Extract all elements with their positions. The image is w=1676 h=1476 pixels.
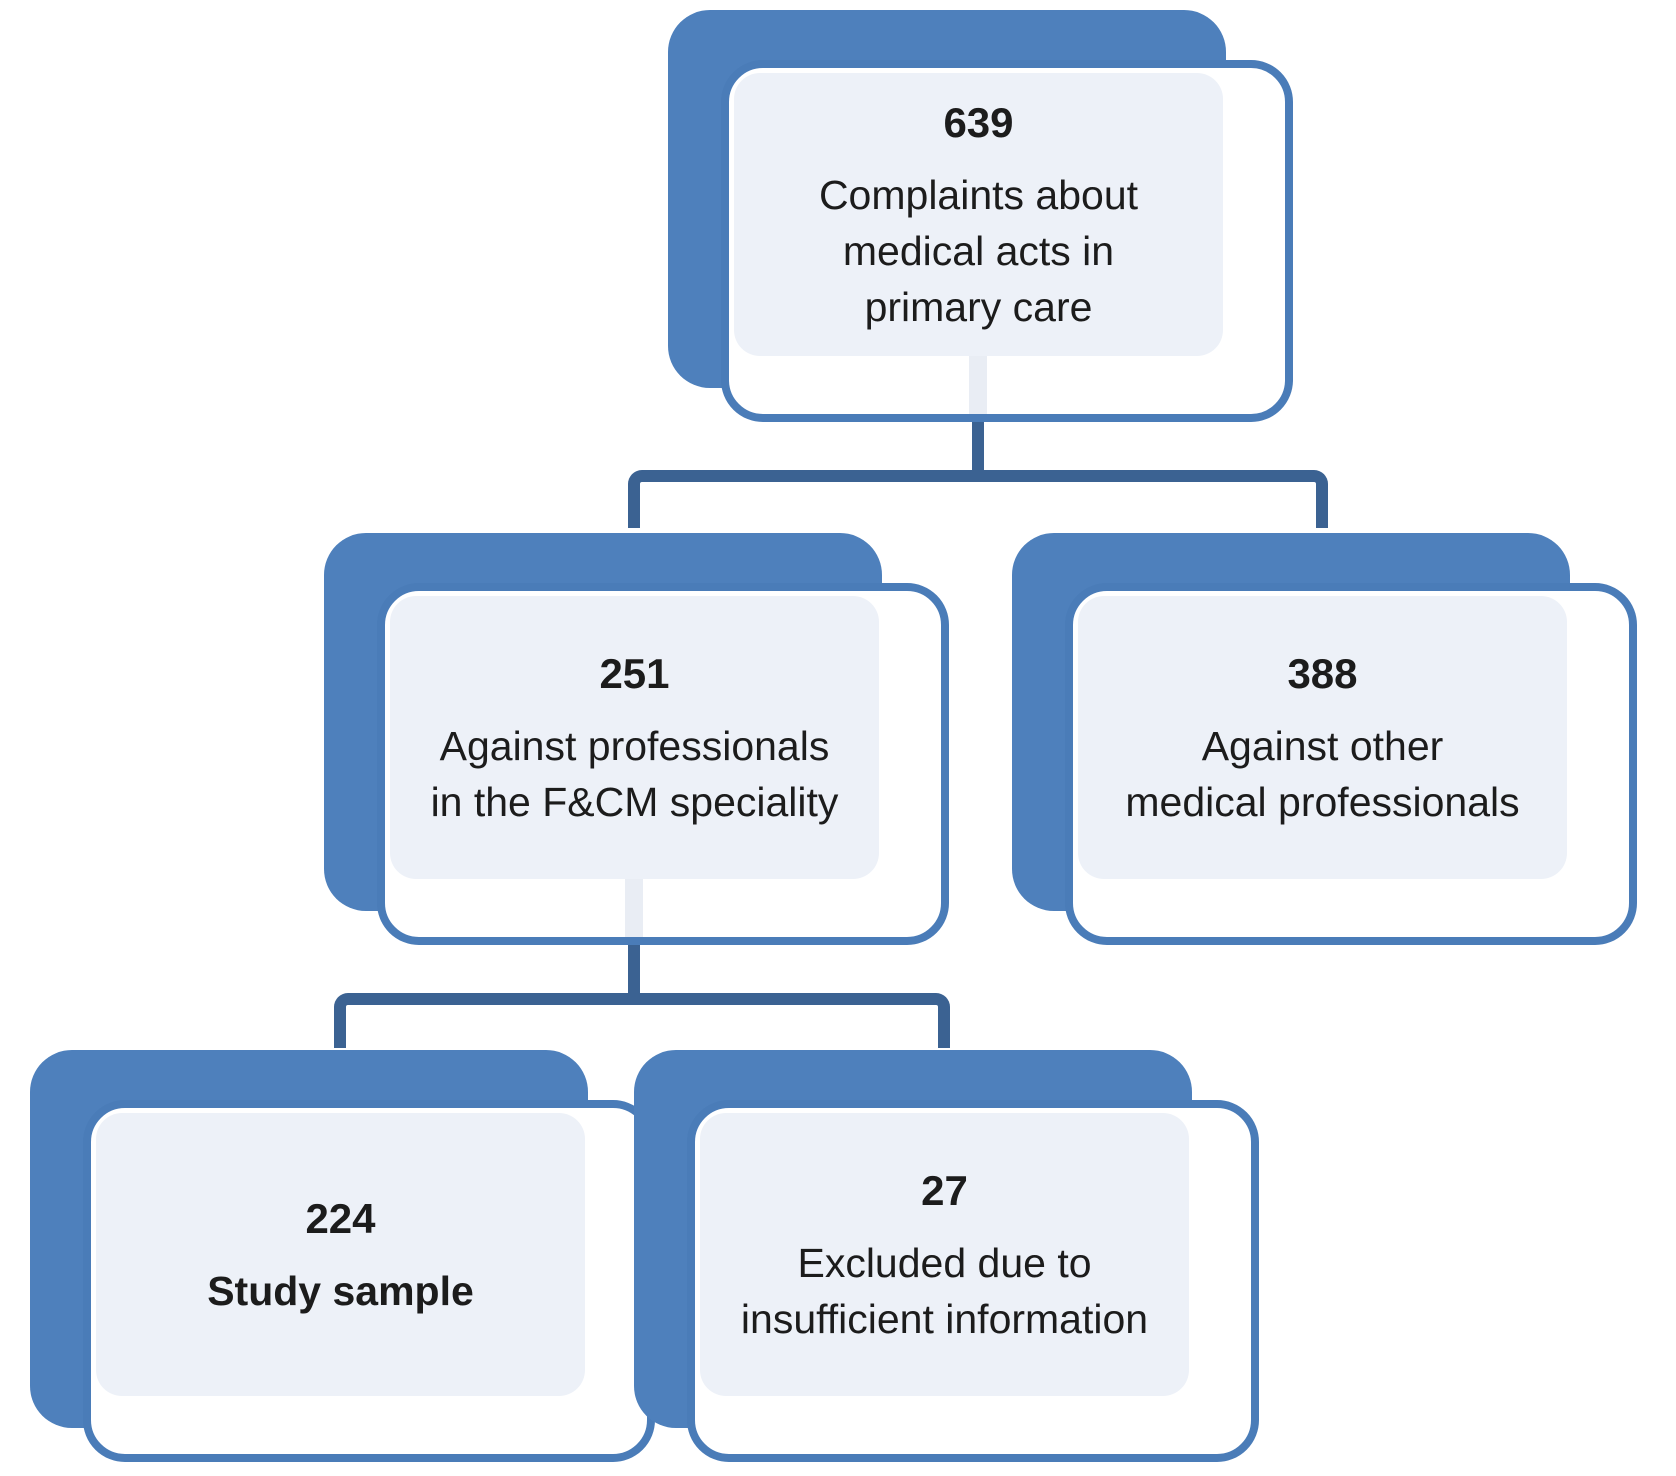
node-text-area: 639 Complaints about medical acts in pri… bbox=[734, 73, 1223, 356]
node-label-line: Against professionals bbox=[439, 722, 830, 769]
node-count: 224 bbox=[305, 1194, 376, 1242]
connector-total-to-children bbox=[628, 470, 1328, 528]
connector-fcm-down-stub bbox=[628, 945, 640, 994]
connector-inner-stripe-total bbox=[969, 356, 987, 414]
node-text-area: 224 Study sample bbox=[96, 1113, 585, 1396]
node-label-line: Against other bbox=[1201, 722, 1444, 769]
connector-fcm-to-children bbox=[334, 993, 950, 1048]
node-count: 27 bbox=[921, 1166, 968, 1214]
flowchart-node-excluded: 27 Excluded due to insufficient informat… bbox=[634, 1050, 1259, 1462]
node-text-area: 251 Against professionals in the F&CM sp… bbox=[390, 596, 879, 879]
node-label-line: medical professionals bbox=[1125, 778, 1520, 825]
node-count: 639 bbox=[943, 98, 1014, 146]
node-label-line: Excluded due to bbox=[797, 1239, 1092, 1286]
node-count: 251 bbox=[599, 649, 670, 697]
connector-inner-stripe-fcm bbox=[625, 879, 643, 937]
flowchart-node-fcm-speciality: 251 Against professionals in the F&CM sp… bbox=[324, 533, 949, 945]
flowchart-node-study-sample: 224 Study sample bbox=[30, 1050, 655, 1462]
node-label-line: Study sample bbox=[207, 1267, 474, 1314]
node-label-line: insufficient information bbox=[740, 1295, 1149, 1342]
flowchart-node-total-complaints: 639 Complaints about medical acts in pri… bbox=[668, 10, 1293, 422]
node-label-line: medical acts in bbox=[842, 227, 1115, 274]
node-text-area: 27 Excluded due to insufficient informat… bbox=[700, 1113, 1189, 1396]
connector-total-down-stub bbox=[972, 421, 984, 471]
node-label-line: in the F&CM speciality bbox=[430, 778, 839, 825]
node-count: 388 bbox=[1287, 649, 1358, 697]
node-text-area: 388 Against other medical professionals bbox=[1078, 596, 1567, 879]
flowchart-node-other-professionals: 388 Against other medical professionals bbox=[1012, 533, 1637, 945]
node-label-line: primary care bbox=[864, 283, 1093, 330]
node-label-line: Complaints about bbox=[818, 171, 1139, 218]
